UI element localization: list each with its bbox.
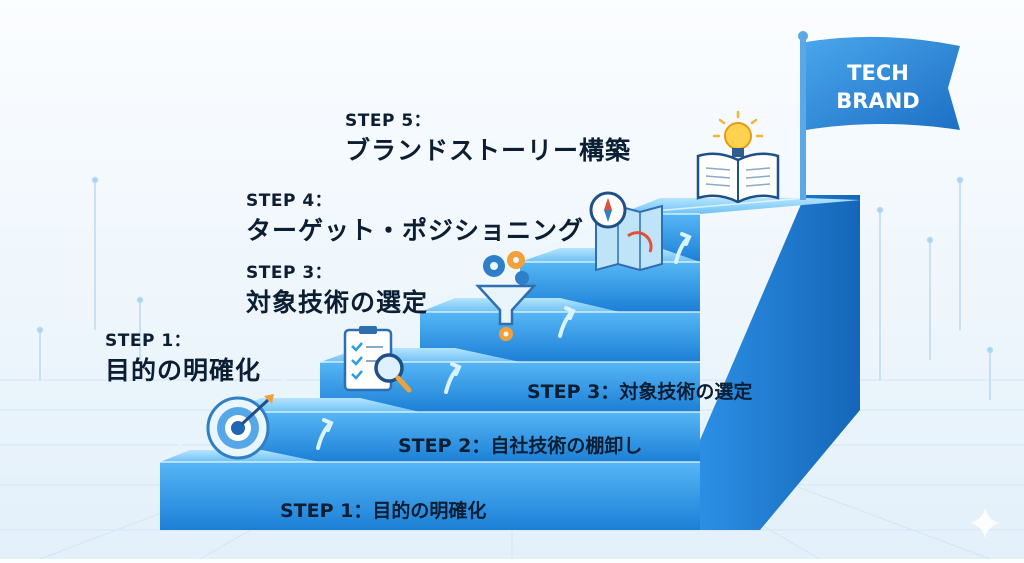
gears-funnel-icon [475,251,537,341]
compass-map-icon [589,191,663,272]
sparkle-icon [970,508,1000,538]
riser-step1-label: STEP 1：目的の明確化 [280,500,487,522]
step4-label: STEP 4： ターゲット・ポジショニング [246,186,584,247]
stair-step-1-riser [220,412,700,462]
target-icon [206,394,274,460]
step4-title: ターゲット・ポジショニング [246,216,585,245]
riser-step2-label: STEP 2：自社技術の棚卸し [398,435,643,457]
step1-label: STEP 1： 目的の明確化 [105,326,261,387]
step3-label: STEP 3： 対象技術の選定 [246,258,428,319]
progress-arrows [316,232,692,450]
tech-brand-flag: TECH BRAND [798,31,960,200]
step1-number: STEP 1： [105,331,192,351]
step5-label: STEP 5： ブランドストーリー構築 [345,106,631,167]
step5-number: STEP 5： [345,111,432,131]
flag-line1: TECH [847,61,909,85]
flag-line2: BRAND [836,89,919,113]
checklist-magnifier-icon [343,326,412,393]
lightbulb-book-icon [696,110,780,204]
riser-step3-label: STEP 3：対象技術の選定 [527,381,753,403]
step3-title: 対象技術の選定 [246,288,429,317]
step5-title: ブランドストーリー構築 [345,136,632,165]
step1-title: 目的の明確化 [105,356,262,385]
stair-side-wall [700,195,860,530]
stair-step-5-top [620,198,860,214]
step3-number: STEP 3： [246,263,333,283]
stair-base-front [160,462,700,530]
step4-number: STEP 4： [246,191,333,211]
stair-step-2-riser [320,362,700,412]
